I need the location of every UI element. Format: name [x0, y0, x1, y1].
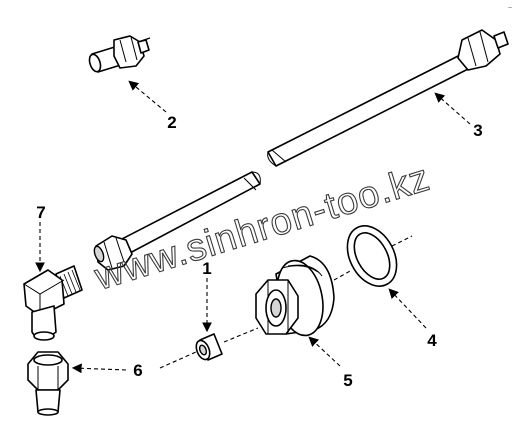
callout-7: 7: [36, 203, 45, 222]
part-5-connector-body: [255, 255, 353, 337]
part-1-sleeve: [159, 327, 259, 369]
callout-6: 6: [133, 361, 142, 380]
leader-5: [308, 336, 341, 367]
leader-3: [434, 92, 471, 125]
part-2-adapter-fitting: [88, 35, 151, 73]
part-4-o-ring: [346, 225, 413, 287]
leader-6: [71, 363, 127, 374]
callout-3: 3: [473, 121, 482, 140]
corner-mark: ~: [508, 5, 512, 12]
callout-5: 5: [343, 371, 352, 390]
part-6-hex-nut: [27, 351, 69, 416]
callout-leaders: [35, 80, 471, 374]
leader-2: [128, 80, 167, 113]
leader-4: [388, 288, 427, 329]
part-7-elbow-fitting: [23, 265, 83, 341]
callout-4: 4: [427, 331, 437, 350]
part-3-tube-assembly: [93, 29, 509, 271]
callout-2: 2: [167, 113, 176, 132]
callout-1: 1: [202, 259, 211, 278]
